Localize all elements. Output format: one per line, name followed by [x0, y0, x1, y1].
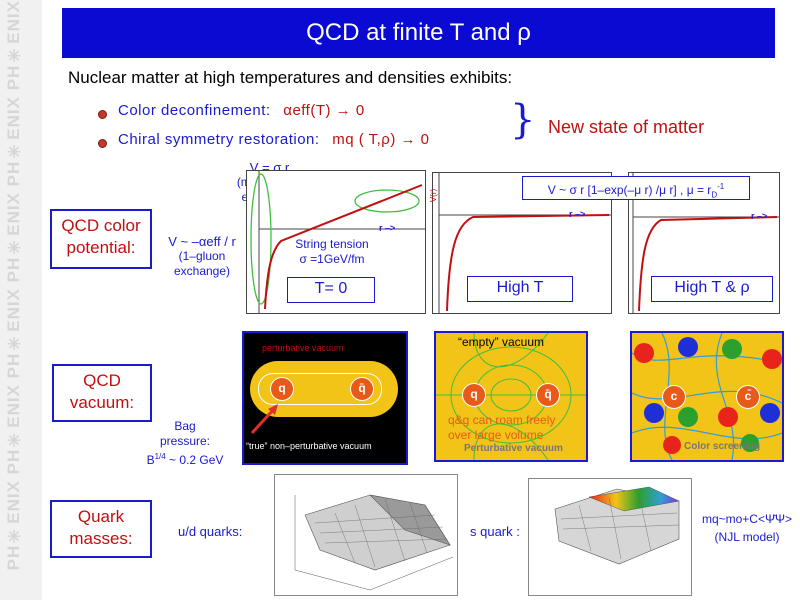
coulomb-potential-note: V ~ –αeff / r (1–gluon exchange): [160, 234, 244, 279]
bag-value: ~ 0.2 GeV: [165, 453, 224, 467]
quark-masses-label-line2: masses:: [69, 529, 133, 548]
string-tension-line2: σ =1GeV/fm: [299, 252, 365, 266]
s-surface: [554, 486, 680, 565]
qcd-potential-label-line1: QCD color: [61, 216, 141, 235]
mass-formula-note: mq~mo+C<Ψ̄Ψ> (NJL model): [694, 510, 800, 546]
bullet-2-formula: mq ( T,ρ) → 0: [332, 131, 430, 148]
title-bar: QCD at finite T and ρ: [62, 8, 775, 58]
charm-quark: c: [662, 385, 686, 409]
axis-x-label-1: r –>: [379, 223, 396, 233]
case-high-t: High T: [467, 276, 573, 302]
coulomb-title: V ~ –αeff / r: [168, 234, 236, 249]
intro-text: Nuclear matter at high temperatures and …: [68, 68, 513, 87]
bag-model-panel: perturbative vacuum q q̄ “true” non–pert…: [242, 331, 408, 465]
bullet-1-formula: αeff(T) → 0: [283, 102, 365, 119]
curly-brace: }: [510, 97, 536, 143]
color-screening-label: Color screening: [684, 441, 761, 452]
ud-surface: [294, 494, 454, 591]
quark-masses-label-line1: Quark: [77, 507, 125, 526]
perturbative-vacuum-label: Perturbative vacuum: [464, 443, 563, 454]
free-antiquark: q̄: [536, 383, 560, 407]
qcd-vacuum-label-line2: vacuum:: [69, 393, 135, 412]
axis-y-label: V(r): [429, 188, 439, 203]
phenix-watermark: PH✳ENIX PH✳ENIX PH✳ENIX PH✳ENIX PH✳ENIX …: [0, 0, 42, 600]
bullet-dot-1: [98, 110, 107, 119]
bullet-1: Color deconfinement: αeff(T) → 0: [118, 102, 365, 119]
ud-quarks-label: u/d quarks:: [178, 524, 243, 539]
case-high-t-rho: High T & ρ: [651, 276, 773, 302]
qcd-vacuum-label: QCD vacuum:: [52, 364, 152, 422]
axis-x-label-2: r –>: [569, 209, 586, 219]
new-state-text: New state of matter: [548, 117, 705, 137]
qcd-potential-label: QCD color potential:: [50, 209, 152, 269]
free-quark: q: [462, 383, 486, 407]
flux-tube: [258, 373, 382, 405]
screened-formula-text: V ~ σ r [1–exp(–μ r) /μ r] , μ = r: [547, 183, 712, 197]
roam-note: q&g can roam freely over large volume: [448, 413, 555, 443]
roam-line2: over large volume: [448, 428, 544, 442]
s-quark-label: s quark :: [470, 524, 520, 539]
bag-line2: pressure:: [159, 434, 211, 448]
qcd-potential-label-line2: potential:: [66, 238, 136, 257]
empty-vacuum-label: “empty” vacuum: [458, 335, 545, 349]
potential-curve-linear: [250, 171, 425, 313]
coulomb-sub1: (1–gluon: [178, 249, 226, 263]
screened-formula-sup: -1: [717, 182, 725, 191]
roam-line1: q&g can roam freely: [448, 413, 556, 427]
bullet-1-label: Color deconfinement:: [118, 102, 271, 119]
string-tension-line1: String tension: [295, 237, 369, 251]
bag-line1: Bag: [174, 419, 196, 433]
charm-antiquark: c̄: [736, 385, 760, 409]
potential-plot-t0: r –> String tension σ =1GeV/fm T= 0: [246, 170, 426, 314]
screening-diagram: [632, 333, 782, 460]
string-tension-note: String tension σ =1GeV/fm: [277, 237, 387, 267]
screened-potential-formula: V ~ σ r [1–exp(–μ r) /μ r] , μ = rD-1: [522, 176, 750, 200]
page-title: QCD at finite T and ρ: [306, 19, 531, 46]
quark-masses-label: Quark masses:: [50, 500, 152, 558]
ud-mass-surface-plot: [274, 474, 458, 596]
empty-vacuum-panel: “empty” vacuum q q̄ q&g can roam freely …: [434, 331, 588, 462]
bullet-2-label: Chiral symmetry restoration:: [118, 131, 320, 148]
s-mass-surface-plot: [528, 478, 692, 596]
bag-pressure-note: Bag pressure: B1/4 ~ 0.2 GeV: [138, 419, 232, 468]
bag-sup: 1/4: [154, 452, 166, 461]
antiquark-circle: q̄: [350, 377, 374, 401]
bullet-2: Chiral symmetry restoration: mq ( T,ρ) →…: [118, 131, 430, 148]
mass-formula: mq~mo+C<Ψ̄Ψ>: [701, 512, 793, 526]
case-t0: T= 0: [287, 277, 375, 303]
quark-circle: q: [270, 377, 294, 401]
nonperturbative-label: “true” non–perturbative vacuum: [246, 441, 372, 451]
screened-formula-sub: D: [711, 190, 718, 200]
potential-curve-screened: [438, 173, 611, 313]
watermark-text: PH✳ENIX PH✳ENIX PH✳ENIX PH✳ENIX PH✳ENIX …: [4, 0, 23, 571]
color-screening-panel: c c̄ Color screening: [630, 331, 784, 462]
bullet-dot-2: [98, 139, 107, 148]
coulomb-sub2: exchange): [173, 264, 231, 278]
axis-x-label-3: r –>: [751, 211, 768, 221]
njl-model-label: (NJL model): [714, 530, 780, 544]
bag-b: B: [146, 453, 155, 467]
perturbative-label: perturbative vacuum: [262, 343, 344, 353]
arrow-icon: [250, 404, 278, 435]
qcd-vacuum-label-line1: QCD: [83, 371, 121, 390]
